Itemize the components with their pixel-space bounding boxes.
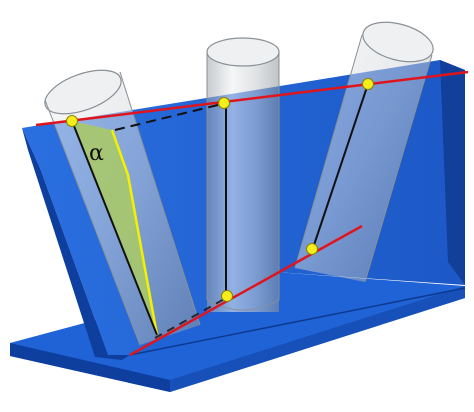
right-cylinder-axis: [312, 83, 369, 249]
upper-dashed-line: [114, 103, 223, 131]
right-cylinder: [294, 21, 434, 283]
intersection-points: [66, 78, 374, 302]
point-middle-top: [218, 97, 230, 109]
base-plate: [10, 272, 466, 392]
point-left-top: [66, 115, 78, 127]
angle-alpha-label: α: [89, 141, 104, 166]
intersection-lines: [35, 70, 469, 357]
point-right-top: [362, 78, 374, 90]
point-middle-bottom: [221, 290, 233, 302]
left-cylinder-axis: [71, 120, 158, 336]
middle-cylinder: [206, 37, 280, 312]
point-right-bottom: [306, 243, 318, 255]
lower-red-line: [129, 224, 363, 357]
upper-red-line: [35, 70, 469, 127]
cylinder-axes: [71, 83, 369, 336]
